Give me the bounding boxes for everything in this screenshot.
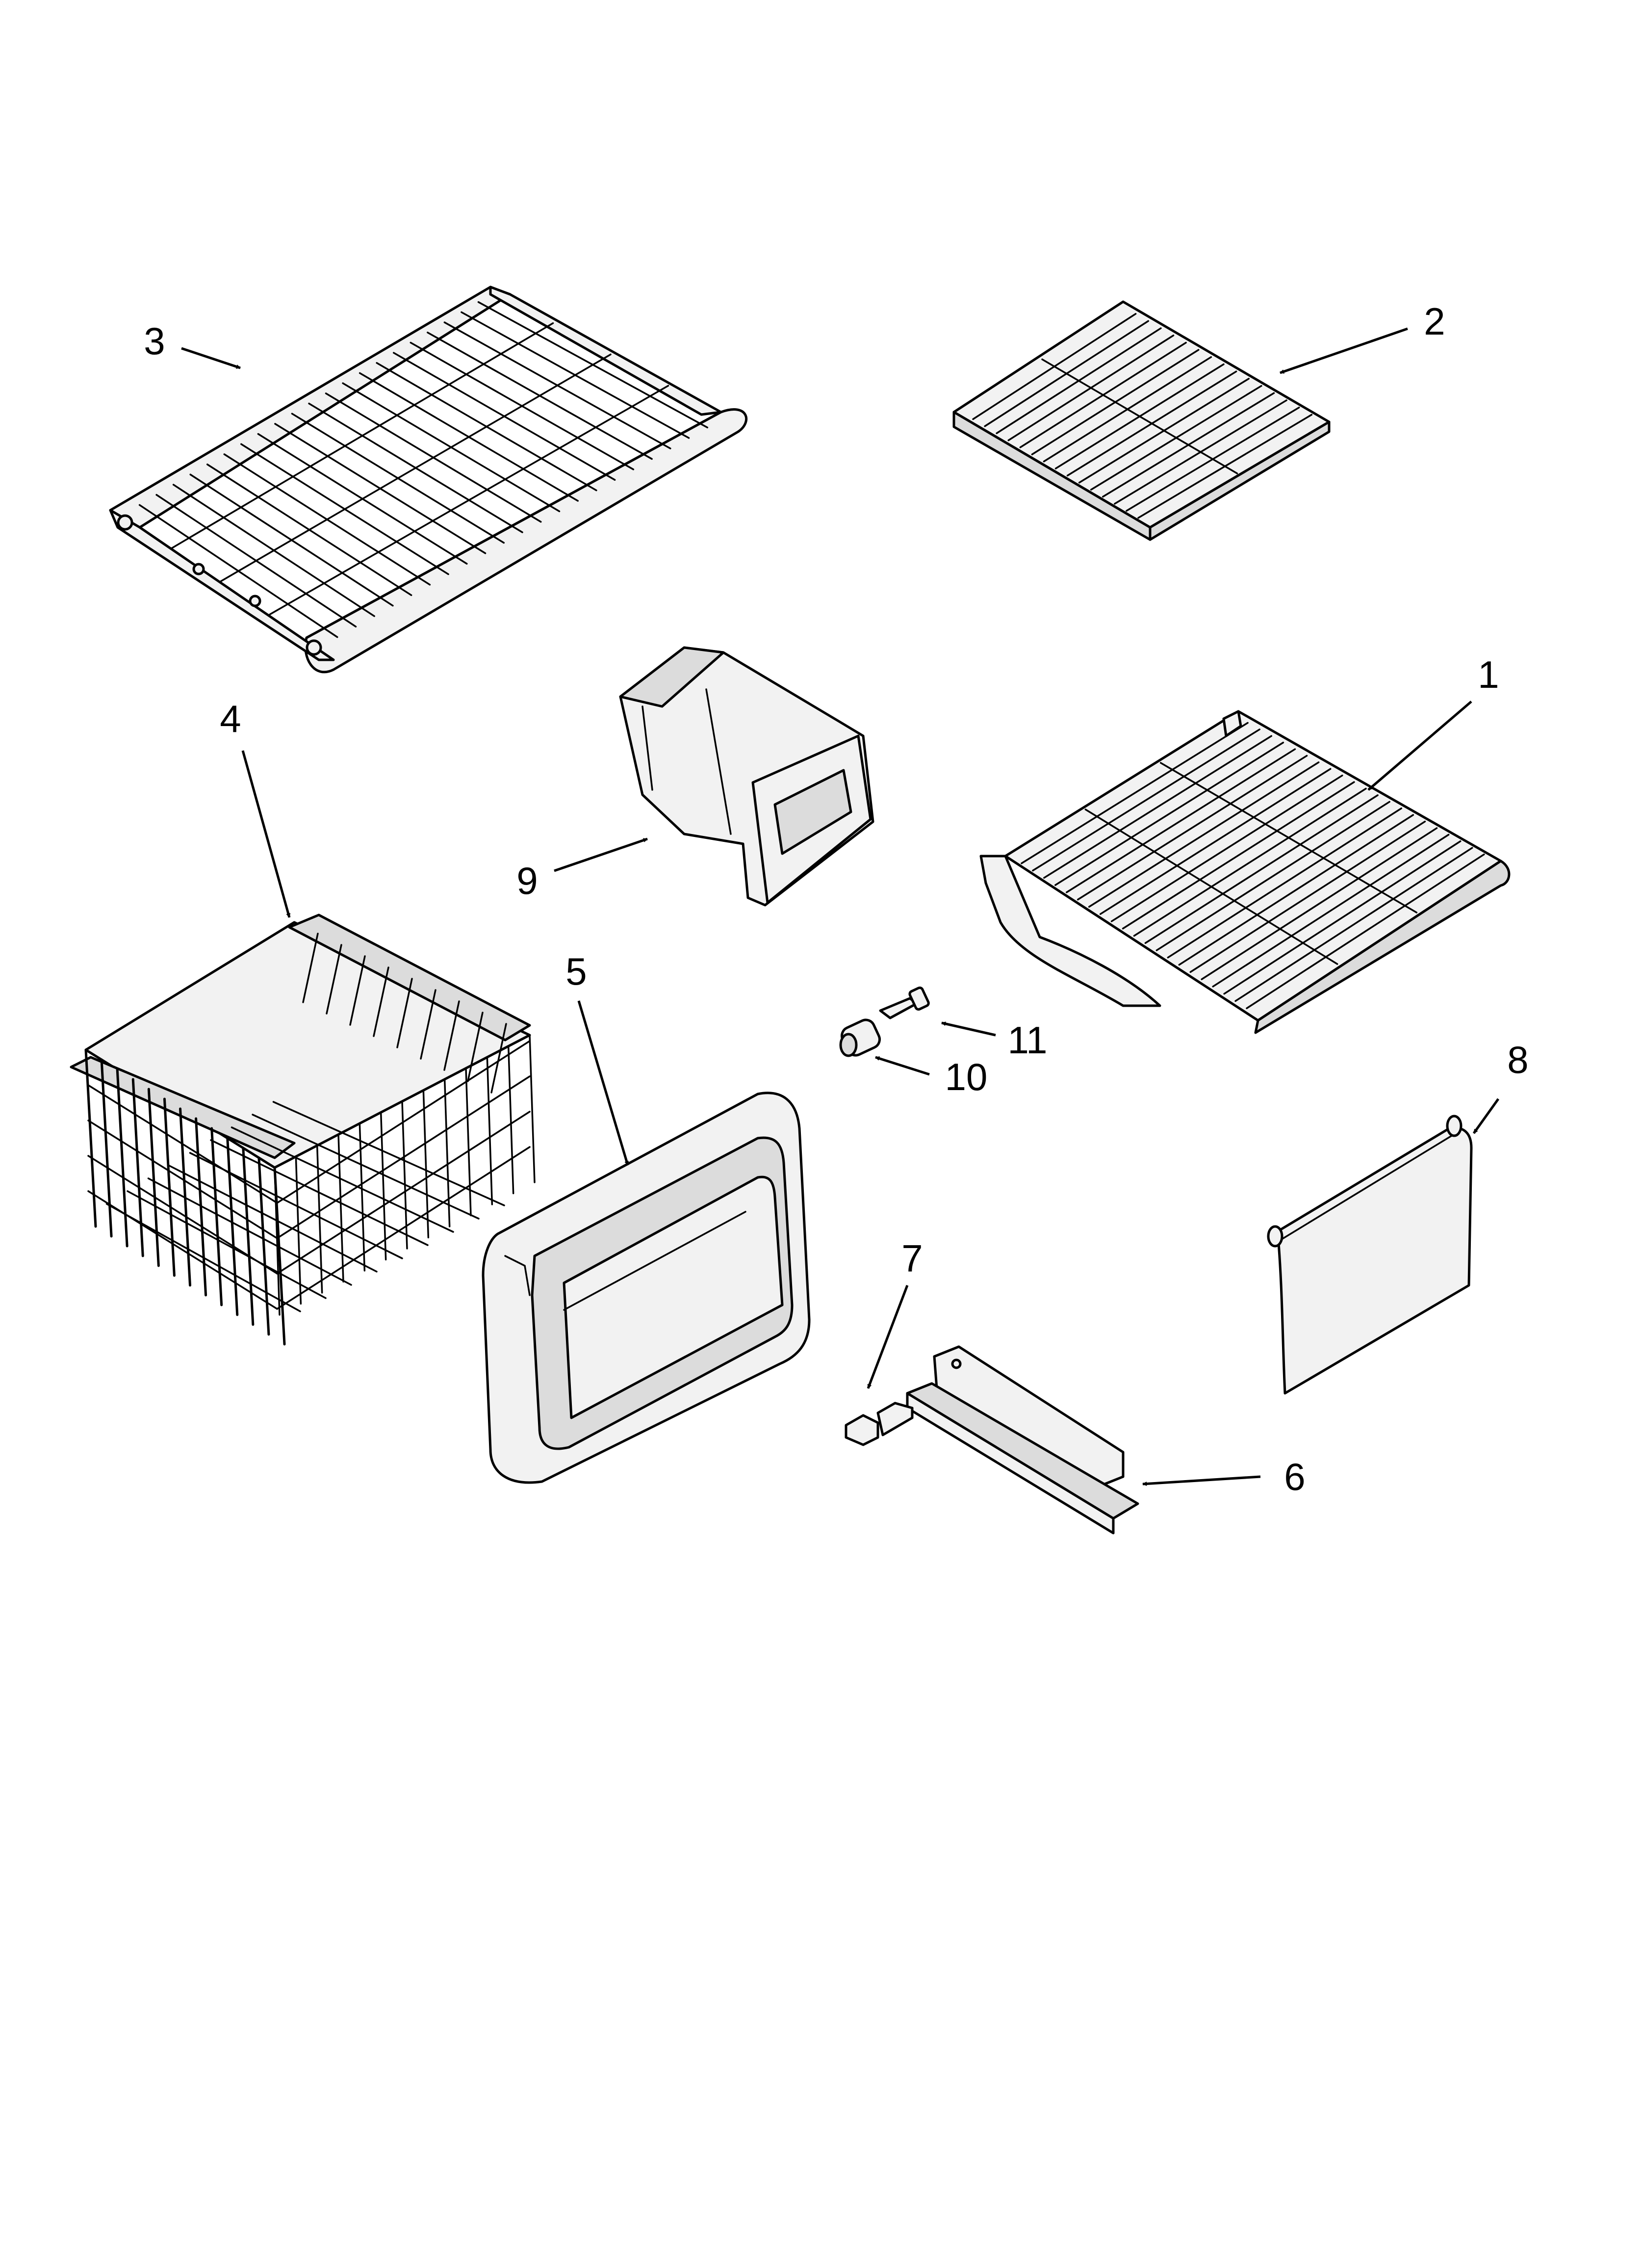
leader-11: [941, 1021, 996, 1037]
part-3-wire-shelf: [109, 286, 747, 674]
leader-7: [867, 1285, 909, 1389]
callout-7: 7: [901, 1237, 923, 1280]
part-9-storage-bin: [619, 646, 874, 907]
callout-8: 8: [1507, 1038, 1528, 1081]
leader-8: [1472, 1098, 1500, 1134]
part-5-drawer-front: [482, 1092, 811, 1484]
leader-6: [1142, 1475, 1261, 1486]
callout-3: 3: [144, 319, 165, 363]
leader-9: [554, 837, 648, 872]
part-4-wire-basket: [70, 913, 536, 1346]
part-8-drawer-cover: [1267, 1115, 1473, 1395]
callout-labels: 1 2 3 4 5 6 7 8 9 10 11: [144, 300, 1528, 1498]
leader-3: [181, 347, 241, 369]
part-10-spacer: [839, 1018, 881, 1057]
leader-5: [577, 1000, 629, 1166]
part-11-screw: [879, 986, 930, 1019]
part-2-wire-shelf: [952, 300, 1331, 541]
callout-10: 10: [945, 1055, 988, 1098]
leader-1: [1367, 701, 1472, 791]
part-7-hex-screw: [845, 1402, 914, 1446]
callout-5: 5: [565, 950, 587, 993]
leader-2: [1280, 327, 1408, 374]
callout-11: 11: [1008, 1018, 1048, 1062]
part-1-wire-shelf: [979, 710, 1511, 1034]
leader-10: [875, 1056, 930, 1076]
callout-1: 1: [1478, 653, 1499, 696]
callout-9: 9: [516, 859, 538, 902]
callout-6: 6: [1284, 1455, 1305, 1498]
leader-4: [241, 750, 291, 918]
callout-2: 2: [1424, 300, 1445, 343]
leader-lines: [181, 327, 1500, 1486]
callout-4: 4: [220, 697, 241, 740]
part-6-rail: [906, 1345, 1139, 1535]
